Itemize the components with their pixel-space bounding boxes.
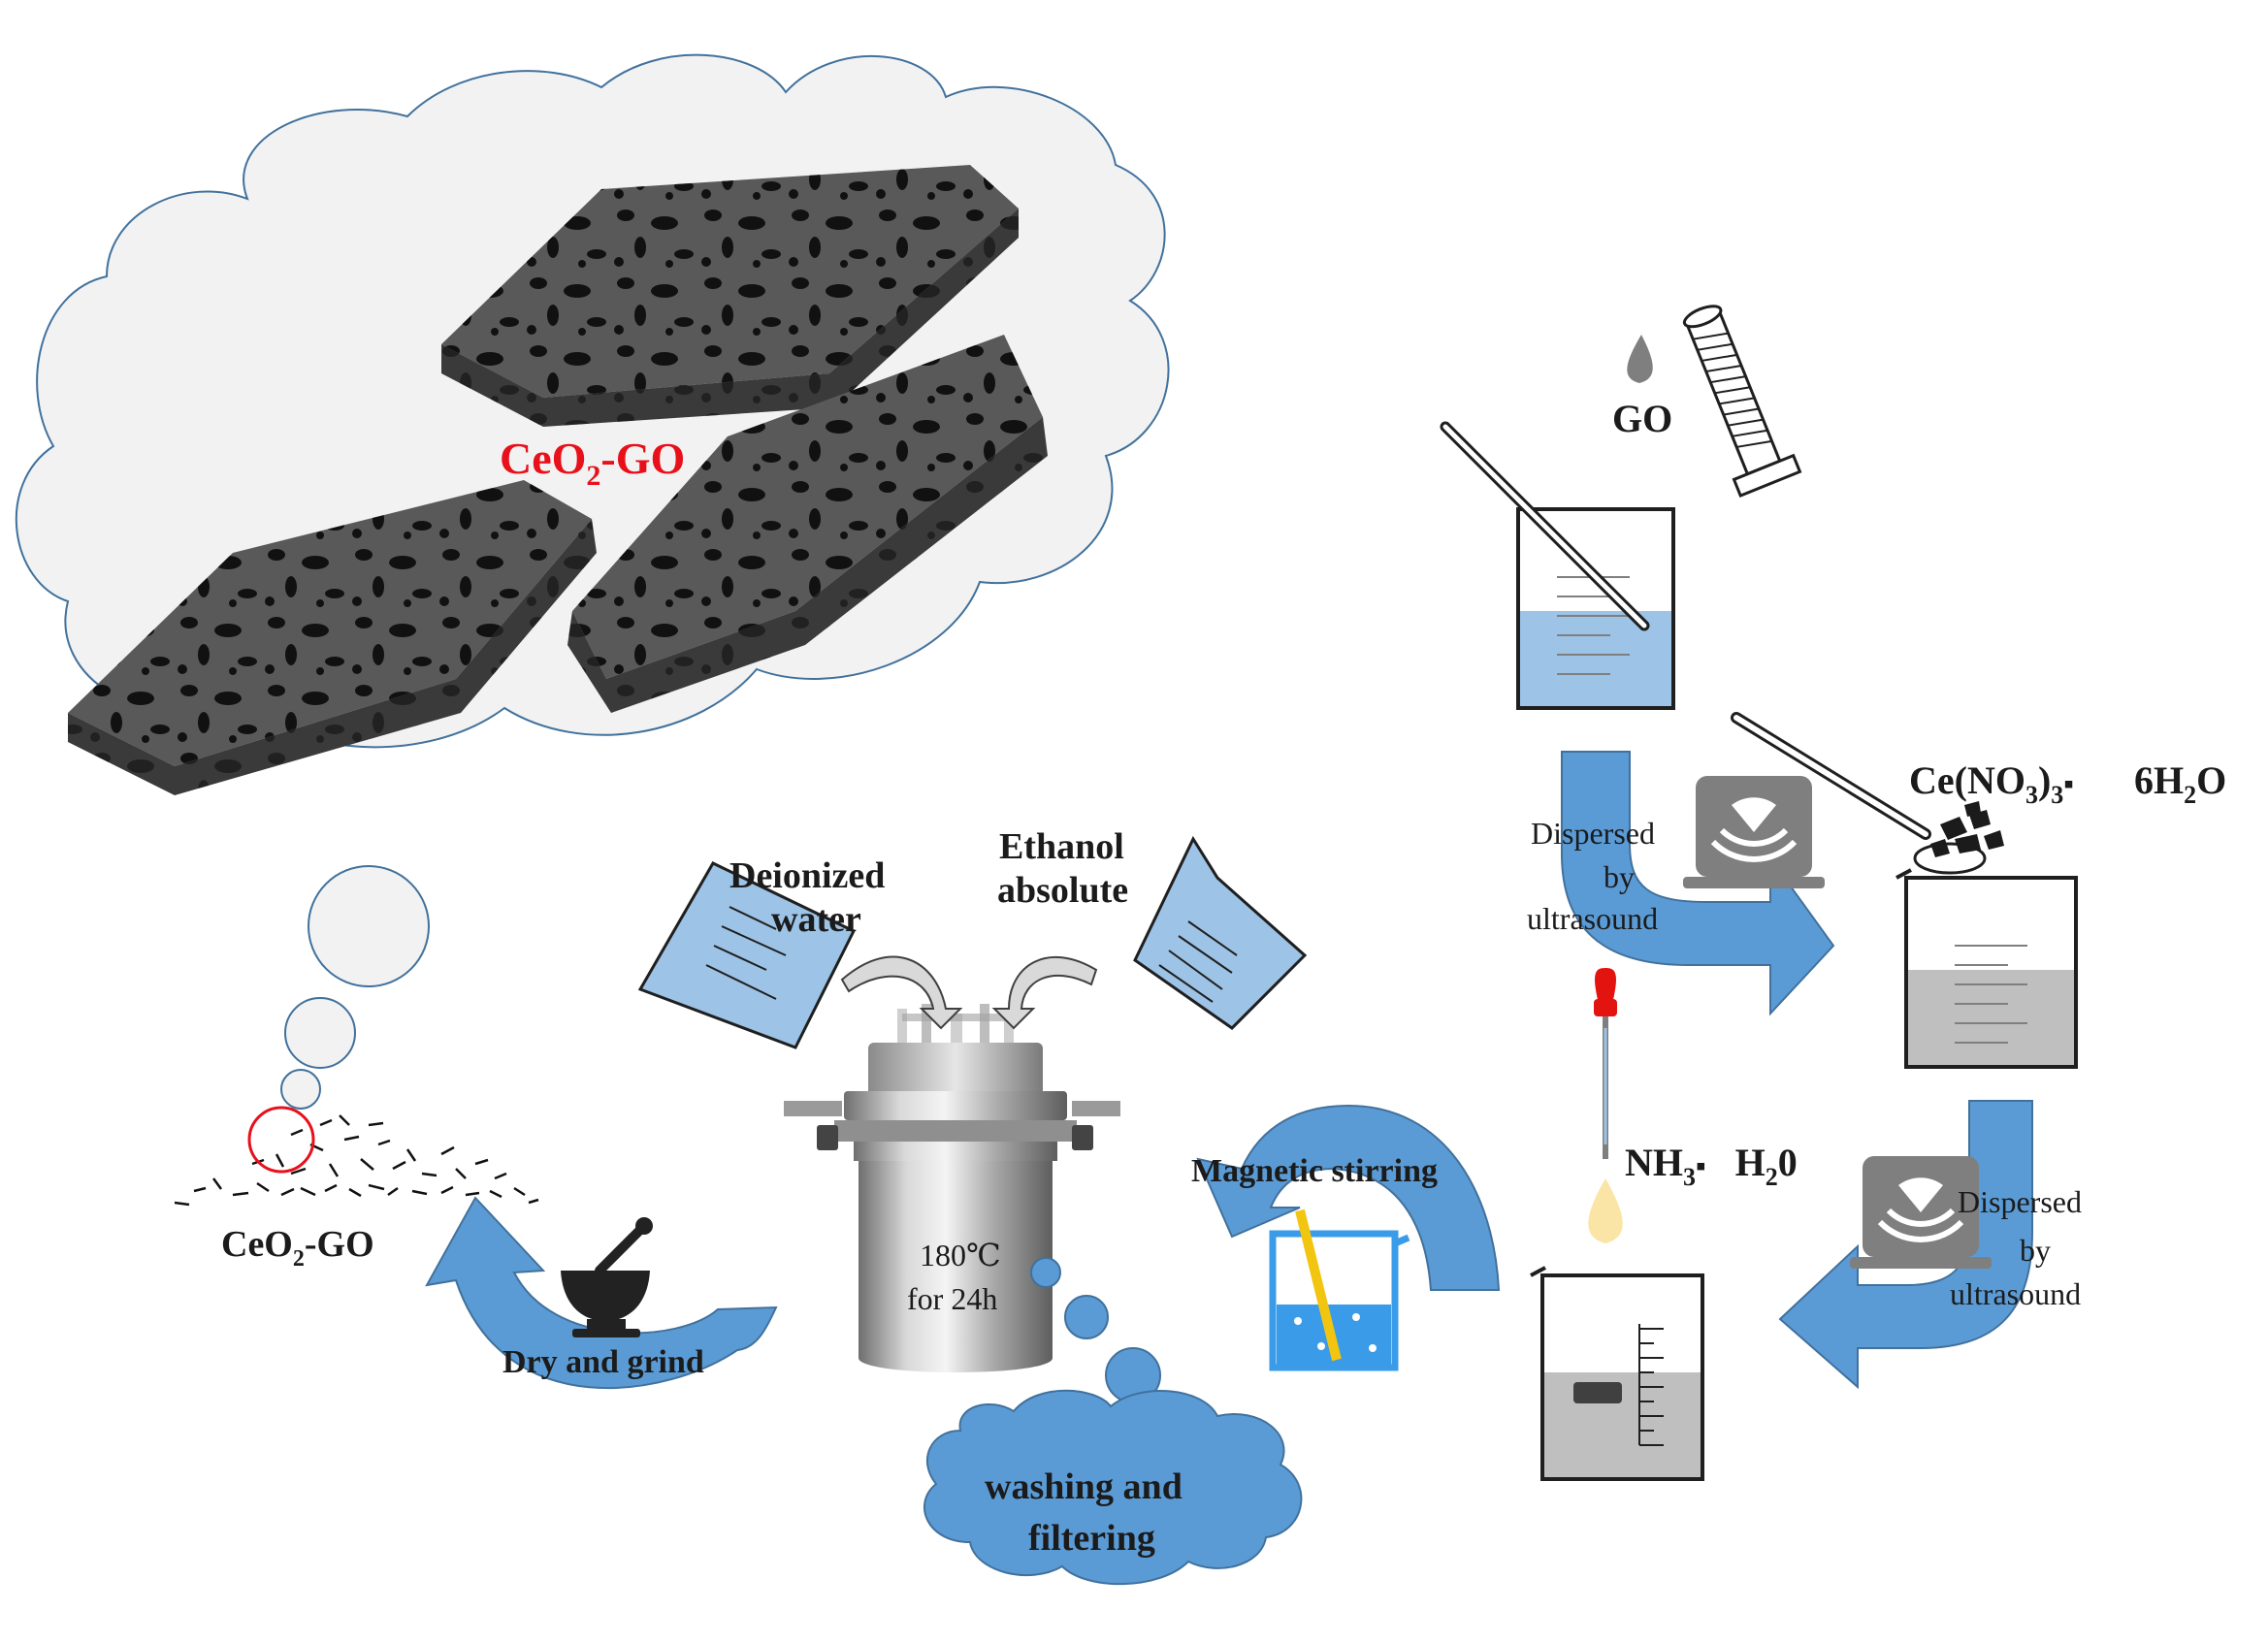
composite-title: CeO2-GO [500, 434, 685, 492]
cerium-beaker [1895, 868, 2078, 1069]
dry-grind-label: Dry and grind [502, 1344, 704, 1380]
washing-label-line2: filtering [1028, 1518, 1155, 1559]
autoclave-reactor [784, 1004, 1120, 1372]
dispersed-label-2-line2: by [2020, 1233, 2051, 1268]
zoom-highlight-circle [247, 1106, 315, 1174]
go-label: GO [1612, 397, 1672, 440]
dispersed-label-1-line1: Dispersed [1531, 816, 1655, 851]
ultrasound-arrow-1 [1561, 751, 1835, 1016]
product-label: CeO2-GO [221, 1224, 374, 1272]
stirring-arrow-shape [1196, 1104, 1501, 1291]
washing-label-line1: washing and [985, 1466, 1183, 1507]
autoclave-duration: for 24h [907, 1281, 997, 1316]
dispersed-label-2-line1: Dispersed [1958, 1184, 2082, 1219]
ammonia-pipette-icon [1588, 968, 1623, 1243]
cerium-nitrate-label: Ce(NO3)3▪ [1909, 758, 2074, 809]
bubbles [1030, 1257, 1161, 1403]
composite-sheet-left [68, 480, 597, 795]
composite-sheet-right [567, 335, 1048, 713]
stirring-beaker-icon [1269, 1208, 1410, 1371]
pour-arrow-right [991, 955, 1098, 1030]
ethanol-label-line2: absolute [997, 870, 1128, 911]
dispersed-label-1-line3: ultrasound [1527, 901, 1658, 936]
dispersed-label-2-line3: ultrasound [1950, 1276, 2081, 1311]
cerium-nitrate-hydrate-label: 6H2O [2134, 758, 2226, 809]
go-beaker [1440, 421, 1675, 710]
deionized-label-line2: water [771, 899, 861, 940]
autoclave-temperature: 180℃ [920, 1238, 1001, 1273]
mortar-pestle-icon [561, 1217, 653, 1337]
ultrasound-device-icon-2 [1850, 1156, 1992, 1269]
cerium-nitrate-spoon [1731, 712, 2004, 875]
ultrasound-device-icon-1 [1683, 776, 1825, 888]
washing-cloud [923, 1389, 1303, 1586]
dispersed-label-1-line2: by [1604, 859, 1635, 894]
composite-sheet-top [441, 165, 1019, 427]
reaction-beaker [1530, 1266, 1704, 1481]
magnetic-stirring-label: Magnetic stirring [1191, 1153, 1438, 1189]
pour-arrow-left [840, 955, 963, 1030]
ethanol-beaker [1133, 835, 1308, 1030]
ethanol-label-line1: Ethanol [999, 826, 1124, 867]
ammonia-label: NH3▪H20 [1625, 1141, 1798, 1191]
deionized-water-beaker [637, 861, 857, 1049]
go-dropper-icon [1627, 305, 1802, 499]
deionized-label-line1: Deionized [729, 855, 885, 896]
